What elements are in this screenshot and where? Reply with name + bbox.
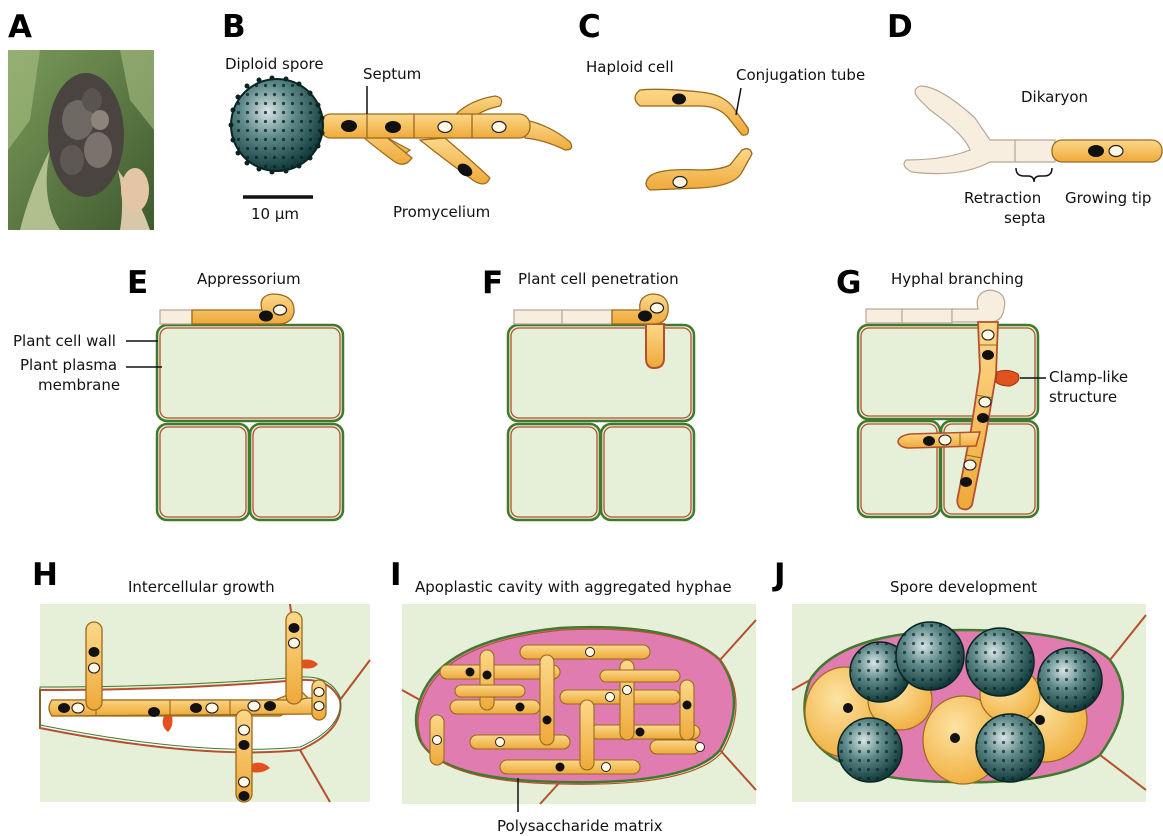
label-plant-cell-wall: Plant cell wall bbox=[13, 332, 116, 350]
label-growing-tip: Growing tip bbox=[1065, 189, 1151, 207]
label-spore-development: Spore development bbox=[890, 578, 1037, 596]
label-intercellular-growth: Intercellular growth bbox=[128, 578, 275, 596]
label-diploid-spore: Diploid spore bbox=[225, 55, 324, 73]
panel-i-cavity bbox=[402, 604, 756, 812]
panel-j-spores bbox=[792, 604, 1146, 802]
label-scale-bar: 10 µm bbox=[251, 205, 299, 223]
label-appressorium: Appressorium bbox=[197, 270, 301, 288]
panel-e-appressorium bbox=[126, 294, 343, 520]
label-apoplastic-cavity: Apoplastic cavity with aggregated hyphae bbox=[415, 578, 732, 596]
label-haploid-cell: Haploid cell bbox=[586, 58, 674, 76]
label-conjugation-tube: Conjugation tube bbox=[736, 66, 865, 84]
panel-h-intercellular bbox=[40, 604, 370, 802]
label-structure: structure bbox=[1049, 388, 1117, 406]
label-promycelium: Promycelium bbox=[393, 203, 490, 221]
label-septum: Septum bbox=[363, 65, 421, 83]
label-polysaccharide-matrix: Polysaccharide matrix bbox=[497, 817, 663, 835]
label-retraction: Retraction bbox=[964, 189, 1041, 207]
label-septa: septa bbox=[1004, 209, 1046, 227]
panel-f-penetration bbox=[508, 294, 694, 520]
label-clamp-like: Clamp-like bbox=[1049, 368, 1128, 386]
label-membrane: membrane bbox=[38, 376, 120, 394]
label-penetration: Plant cell penetration bbox=[518, 270, 679, 288]
label-plant-plasma: Plant plasma bbox=[20, 356, 117, 374]
panel-b-spore-germination bbox=[229, 76, 572, 198]
label-dikaryon: Dikaryon bbox=[1021, 88, 1088, 106]
panel-c-mating bbox=[635, 88, 752, 190]
label-hyphal-branching: Hyphal branching bbox=[891, 270, 1024, 288]
panel-a-photo bbox=[8, 50, 154, 230]
panel-g-branching bbox=[858, 290, 1046, 517]
